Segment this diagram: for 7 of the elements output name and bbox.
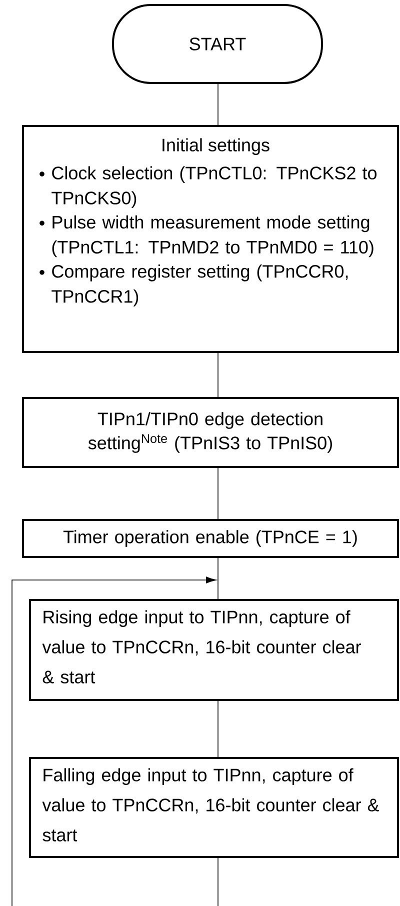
arrow xyxy=(12,576,216,906)
terminal-box: START xyxy=(112,4,323,84)
process-box: Falling edge input to TIPnn, capture of value to TPnCCRn, 16-bit counter clear & start xyxy=(29,757,399,858)
process-box: TIPn1/TIPn0 edge detection setting$^{Note}$ (TPnIS3 to TPnIS0) xyxy=(22,397,399,468)
process-box: Rising edge input to TIPnn, capture of value to TPnCCRn, 16-bit counter clear & start xyxy=(29,599,399,701)
process-box: Initial settings Clock selection (TPnCTL0: TPnCKS2 to TPnCKS0) Pulse width measurement mode setting (TPnCTL1: TPnMD2 to TPnMD0 = 110) Compare register setting (TPnCCR0, TPnCCR1) xyxy=(22,125,399,353)
process-box: Timer operation enable (TPnCE = 1) xyxy=(22,519,399,558)
